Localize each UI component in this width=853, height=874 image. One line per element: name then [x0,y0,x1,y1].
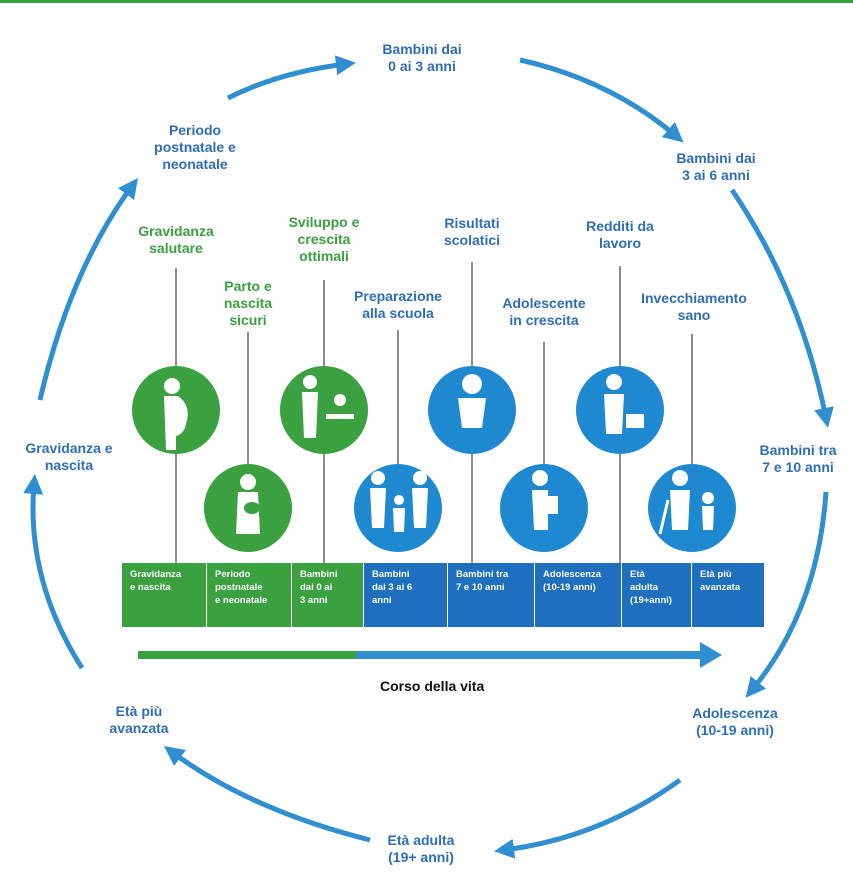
cycle-label-right: Bambini tra 7 e 10 anni [759,442,837,475]
elder-with-child-icon [648,464,736,552]
stage-cell-7: Età adulta (19+anni) [622,563,691,627]
stage-cell-5: Bambini tra 7 e 10 anni [448,563,534,627]
cycle-arrow-top-right [519,57,684,143]
stage-cell-1: Gravidanza e nascita [122,563,206,627]
life-course-bar-blue [356,651,706,659]
life-course-arrowhead [700,642,722,668]
cycle-label-bottom: Età adulta (19+ anni) [387,832,455,865]
life-course-label: Corso della vita [380,678,485,694]
outcome-label-8: Invecchiamento sano [641,290,747,323]
cycle-arrow-upper-right [729,188,834,428]
outcome-label-1: Gravidanza salutare [138,223,214,256]
cycle-arrow-top-left [226,55,356,101]
stage-cell-2: Periodo postnatale e neonatale [207,563,291,627]
outcome-label-4: Preparazione alla scuola [354,288,442,321]
cycle-arrow-bottom-left [163,746,371,843]
cycle-arrow-lower-right [745,491,829,698]
outcome-label-5: Risultati scolatici [443,215,501,248]
outcome-label-3: Sviluppo e crescita ottimali [288,214,360,264]
adult-changing-baby-icon [280,366,368,454]
stage-cell-3: Bambini dai 0 ai 3 anni [292,563,363,627]
cycle-label-upper-right: Bambini dai 3 ai 6 anni [676,150,756,183]
life-course-bar-green [138,651,356,659]
outcome-label-6: Adolescente in crescita [502,295,586,328]
stage-cell-8: Età più avanzata [692,563,764,627]
outcome-label-7: Redditi da lavoro [586,218,654,251]
top-accent-bar [0,0,853,3]
cycle-label-left: Gravidanza e nascita [25,440,113,473]
cycle-label-upper-left: Periodo postnatale e neonatale [154,122,236,172]
cycle-arrow-lower-left [23,474,85,670]
cycle-label-top: Bambini dai 0 ai 3 anni [382,41,462,74]
stage-cell-4: Bambini dai 3 ai 6 anni [364,563,447,627]
cycle-arrow-bottom-right [494,777,682,859]
cycle-label-lower-right: Adolescenza (10-19 anni) [692,705,778,738]
cycle-label-lower-left: Età più avanzata [109,703,169,736]
cycle-arrow-upper-left [37,177,138,401]
outcome-label-2: Parto e nascita sicuri [223,278,273,328]
stage-cell-6: Adolescenza (10-19 anni) [535,563,621,627]
